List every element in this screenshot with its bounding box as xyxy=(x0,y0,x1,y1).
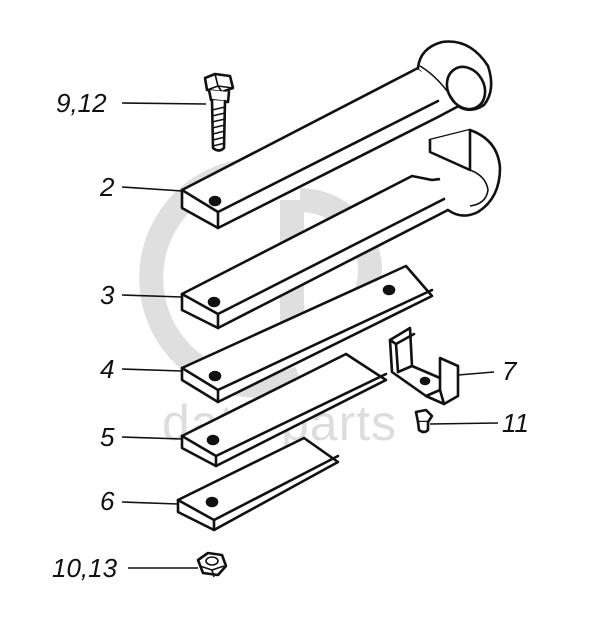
callout-leaf-5: 5 xyxy=(100,422,115,452)
callout-leaf-3: 3 xyxy=(100,280,115,310)
leader-leaf-6 xyxy=(121,501,179,505)
bracket-hole xyxy=(419,376,431,386)
callout-leaf-4: 4 xyxy=(100,354,114,384)
small-bolt-part xyxy=(414,408,434,434)
leader-small-bolt xyxy=(429,422,499,425)
leaf-spring-3 xyxy=(180,128,502,330)
leader-lines xyxy=(121,102,499,569)
leaf-4-hole-a xyxy=(208,370,222,382)
leaf-spring-4 xyxy=(180,264,434,404)
nut-part xyxy=(196,551,228,578)
leader-leaf-3 xyxy=(121,294,183,298)
leaf-4-hole-b xyxy=(382,284,396,296)
leader-bracket xyxy=(457,371,495,376)
leader-leaf-2 xyxy=(121,186,183,192)
callout-small-bolt: 11 xyxy=(502,408,529,438)
leaf-5-hole xyxy=(206,434,220,446)
leader-bolt xyxy=(121,102,207,105)
leaf-6-hole xyxy=(205,496,219,508)
leaf-spring-5 xyxy=(180,352,388,468)
callout-labels: 9,12 2 3 4 5 6 7 11 10,13 xyxy=(52,88,529,583)
leaf-3-hole-a xyxy=(207,296,221,308)
callout-nut: 10,13 xyxy=(52,553,118,583)
leader-leaf-4 xyxy=(121,368,183,372)
leaf-2-hole xyxy=(208,195,222,207)
leader-leaf-5 xyxy=(121,436,183,440)
bolt-part xyxy=(203,72,235,152)
bracket-part xyxy=(388,326,460,406)
leaf-spring-6 xyxy=(176,436,340,532)
callout-bolt: 9,12 xyxy=(56,88,107,118)
callout-leaf-6: 6 xyxy=(100,486,115,516)
callout-bracket: 7 xyxy=(502,356,518,386)
callout-leaf-2: 2 xyxy=(99,172,115,202)
leaf-spring-2 xyxy=(180,40,493,230)
